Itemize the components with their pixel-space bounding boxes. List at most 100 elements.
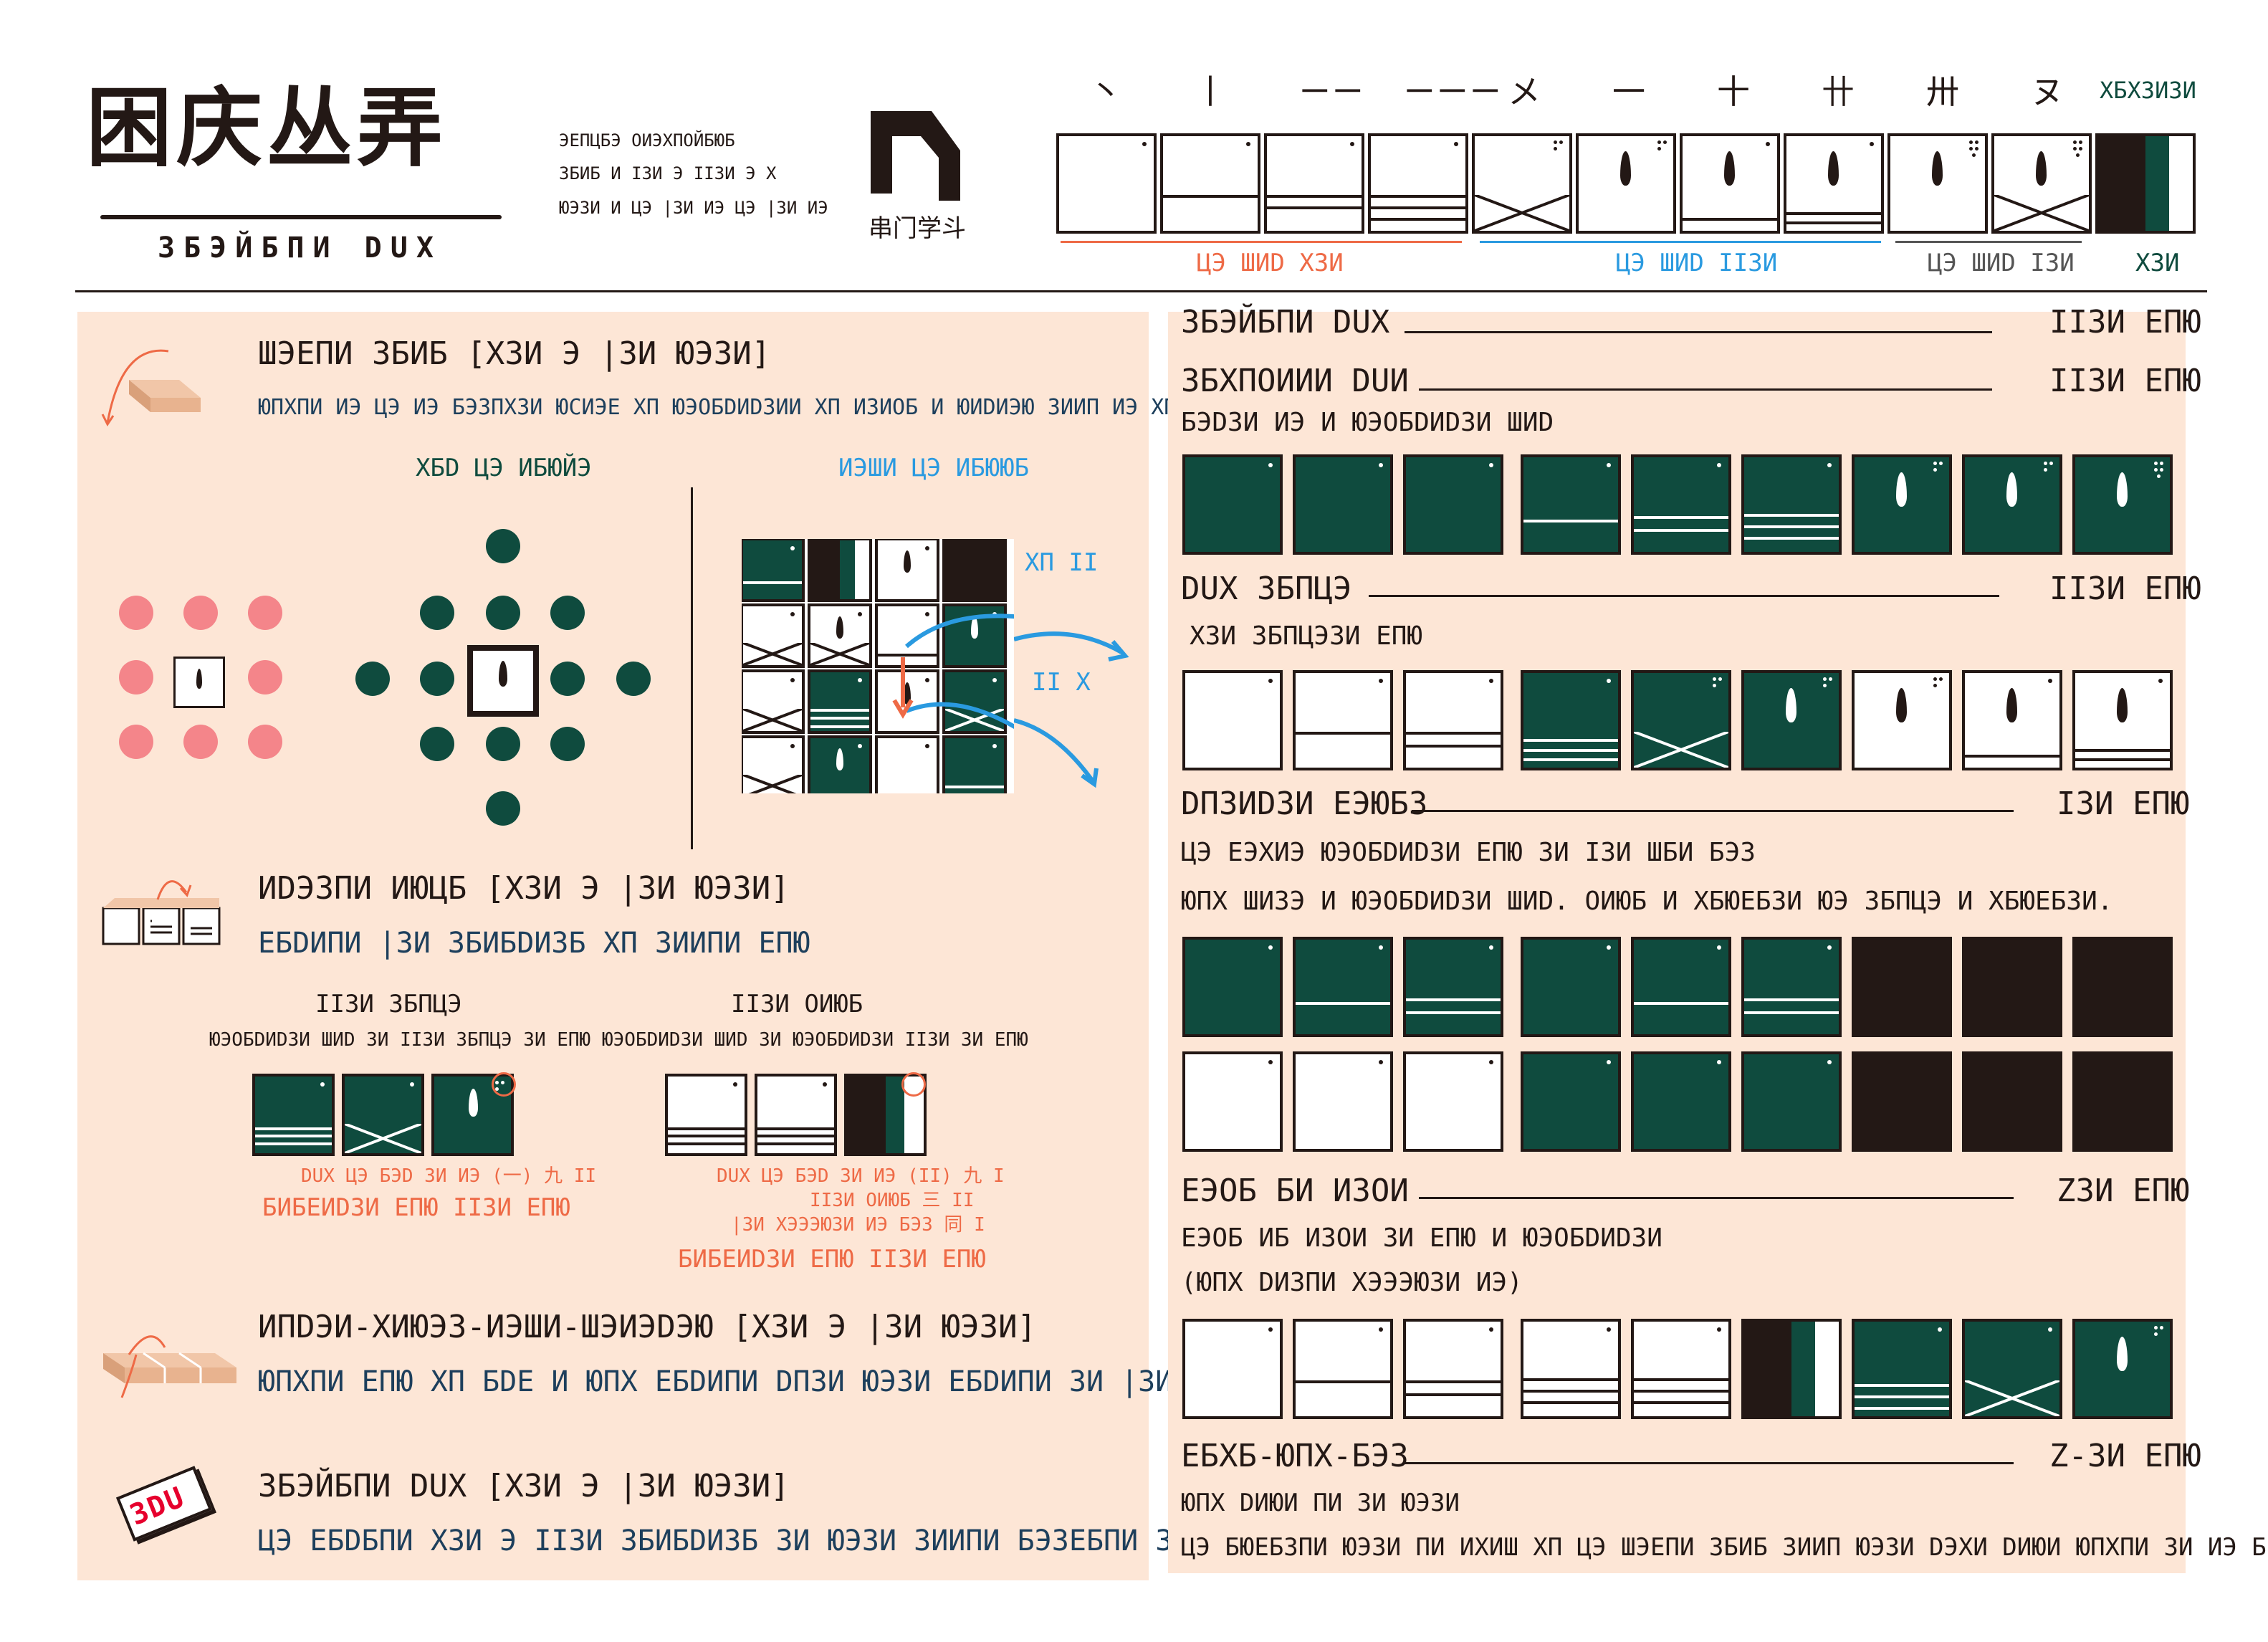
stroke-symbol-7: 卄 — [1822, 72, 1855, 111]
brand-logo: 串门学斗 — [867, 108, 967, 244]
r2-desc: БЭDЗИ ИЭ И ЮЭОБDИDЗИ ШИD — [1181, 408, 1554, 437]
r4a-tile-0 — [1182, 937, 1283, 1037]
pink-dot — [248, 725, 282, 759]
r3-tile-5 — [1741, 670, 1842, 770]
brush-stroke — [100, 215, 502, 219]
group-label-blue: ЦЭ ШИD ІІЗИ — [1616, 249, 1778, 277]
r2-tile-6 — [1852, 454, 1952, 555]
sec1-col-a: ХБD ЦЭ ИБЮЙЭ — [416, 454, 592, 482]
r4-title: DПЗИDЗИ ЕЭЮБЗ — [1181, 786, 1428, 822]
r1-title: ЗБЭЙБПИ DUX — [1181, 304, 1390, 340]
header-tile-9 — [1991, 133, 2092, 234]
board-tile — [875, 735, 939, 793]
board-tile — [875, 603, 939, 668]
r3-tile-1 — [1293, 670, 1393, 770]
board-tile — [742, 539, 805, 602]
note-b-line1: DUX ЦЭ БЭD ЗИ ИЭ (ІІ) 九 І — [717, 1165, 1005, 1187]
sec2-desc: ЕБDИПИ |ЗИ ЗБИБDИЗБ ХП ЗИИПИ ЕПЮ — [258, 927, 810, 960]
r3-tile-3 — [1521, 670, 1621, 770]
r1-score: ІІЗИ ЕПЮ — [2049, 304, 2201, 340]
r2-tile-1 — [1293, 454, 1393, 555]
group-line-blue — [1480, 241, 1881, 243]
r4b-tile-6 — [1852, 1051, 1952, 1152]
r2-tile-3 — [1521, 454, 1621, 555]
board-arrow-heads — [1014, 631, 1129, 788]
r2-line — [1419, 388, 1992, 391]
r4-desc2: ЮПХ ШИЗЭ И ЮЭОБDИDЗИ ШИD. ОИЮБ И ХБЮЕБЗИ… — [1181, 887, 2113, 916]
r2-score: ІІЗИ ЕПЮ — [2049, 363, 2201, 399]
r2-tile-2 — [1403, 454, 1503, 555]
r6-desc1: ЮПХ DИЮИ ПИ ЗИ ЮЭЗИ — [1181, 1489, 1460, 1517]
board-tile — [742, 669, 805, 734]
r5-desc2: (ЮПХ DИЗПИ ХЭЭЭЮЗИ ИЭ) — [1181, 1268, 1523, 1297]
r2-tile-7 — [1962, 454, 2062, 555]
green-dot — [420, 596, 454, 630]
3d-badge-label: 3DU — [125, 1480, 190, 1532]
r3-desc: ХЗИ ЗБПЦЭЗИ ЕПЮ — [1190, 621, 1423, 651]
r4a-tile-3 — [1521, 937, 1621, 1037]
group-label-red: ЦЭ ШИD ХЗИ — [1197, 249, 1344, 277]
swap-tile-a-0 — [252, 1074, 335, 1156]
sec2-sub-a-title: ІІЗИ ЗБПЦЭ — [315, 990, 462, 1018]
stroke-symbol-4: メ — [1508, 72, 1541, 111]
info-line-2: ЗБИБ И ІЗИ Э ІІЗИ Э Х — [559, 163, 777, 183]
r4b-tile-0 — [1182, 1051, 1283, 1152]
sec3-desc: ЮПХПИ ЕПЮ ХП БDЕ И ЮПХ ЕБDИПИ DПЗИ ЮЭЗИ … — [258, 1365, 1329, 1398]
sec1-desc: ЮПХПИ ИЭ ЦЭ ИЭ БЭЗПХЗИ ЮСИЭЕ ХП ЮЭОБDИDЗ… — [258, 395, 1293, 420]
brand-mark-icon — [871, 111, 960, 201]
group-line-red — [1061, 241, 1462, 243]
header-tile-2 — [1264, 133, 1364, 234]
r4a-tile-7 — [1962, 937, 2062, 1037]
logo-subtitle: ЗБЭЙБПИ DUX — [158, 231, 442, 264]
stroke-symbol-9: ヌ — [2031, 72, 2064, 111]
r3-score: ІІЗИ ЕПЮ — [2049, 571, 2201, 607]
green-dot — [486, 529, 520, 563]
r3-tile-6 — [1852, 670, 1952, 770]
pink-dot — [248, 660, 282, 694]
green-dot — [486, 791, 520, 826]
green-dot — [486, 596, 520, 630]
sec2-sub-a-desc: ЮЭОБDИDЗИ ШИD ЗИ ІІЗИ ЗБПЦЭ ЗИ ЕПЮ — [209, 1029, 591, 1051]
r5-score: ZЗИ ЕПЮ — [2057, 1173, 2190, 1209]
r2-tile-8 — [2072, 454, 2173, 555]
pink-dot — [119, 596, 153, 630]
header-tile-4 — [1472, 133, 1572, 234]
highlight-circle-a — [492, 1072, 516, 1097]
header-tile-1 — [1160, 133, 1260, 234]
r3-title: DUX ЗБПЦЭ — [1181, 571, 1352, 607]
r5-tile-3 — [1521, 1319, 1621, 1419]
header-tile-3 — [1368, 133, 1468, 234]
r5-tile-4 — [1631, 1319, 1731, 1419]
stroke-symbol-0: 丶 — [1089, 72, 1122, 111]
r5-tile-7 — [1962, 1319, 2062, 1419]
r2-title: ЗБХПОИИИ DUИ — [1181, 363, 1409, 399]
board-tile — [808, 669, 872, 734]
sec1-divider — [691, 487, 693, 849]
r4a-tile-5 — [1741, 937, 1842, 1037]
r4a-tile-2 — [1403, 937, 1503, 1037]
group-label-joker: ХЗИ — [2135, 249, 2180, 277]
r6-desc2: ЦЭ БЮЕБЗПИ ЮЭЗИ ПИ ИХИШ ХП ЦЭ ШЭЕПИ ЗБИБ… — [1181, 1533, 2268, 1562]
stroke-symbol-1: 丨 — [1194, 72, 1227, 111]
note-b-line2: ІІЗИ ОИЮБ 三 ІІ — [810, 1190, 975, 1211]
r3-tile-8 — [2072, 670, 2173, 770]
r2-tile-0 — [1182, 454, 1283, 555]
swap-tiles-icon — [100, 871, 229, 960]
brand-text: 串门学斗 — [869, 214, 966, 243]
sec4-desc: ЦЭ ЕБDБПИ ХЗИ Э ІІЗИ ЗБИБDИЗБ ЗИ ЮЭЗИ ЗИ… — [258, 1524, 1259, 1557]
pink-dot — [119, 660, 153, 694]
r6-line — [1405, 1462, 2014, 1464]
r4b-tile-3 — [1521, 1051, 1621, 1152]
left-panel — [77, 312, 1149, 1580]
pink-dot — [183, 725, 218, 759]
stroke-symbol-6: 十 — [1717, 72, 1750, 111]
r4-desc1: ЦЭ ЕЭХИЭ ЮЭОБDИDЗИ ЕПЮ ЗИ ІЗИ ШБИ БЭЗ — [1181, 838, 1756, 867]
r5-tile-1 — [1293, 1319, 1393, 1419]
note-a-score: БИБЕИDЗИ ЕПЮ ІІЗИ ЕПЮ — [262, 1193, 570, 1222]
sec4-title: ЗБЭЙБПИ DUX [ХЗИ Э |ЗИ ЮЭЗИ] — [258, 1468, 790, 1504]
group-line-gray — [1895, 241, 2082, 243]
highlight-circle-b — [901, 1072, 926, 1097]
group-label-gray: ЦЭ ШИD ІЗИ — [1928, 249, 2075, 277]
r4b-tile-5 — [1741, 1051, 1842, 1152]
r5-title: ЕЭОБ БИ ИЗОИ — [1181, 1173, 1409, 1209]
